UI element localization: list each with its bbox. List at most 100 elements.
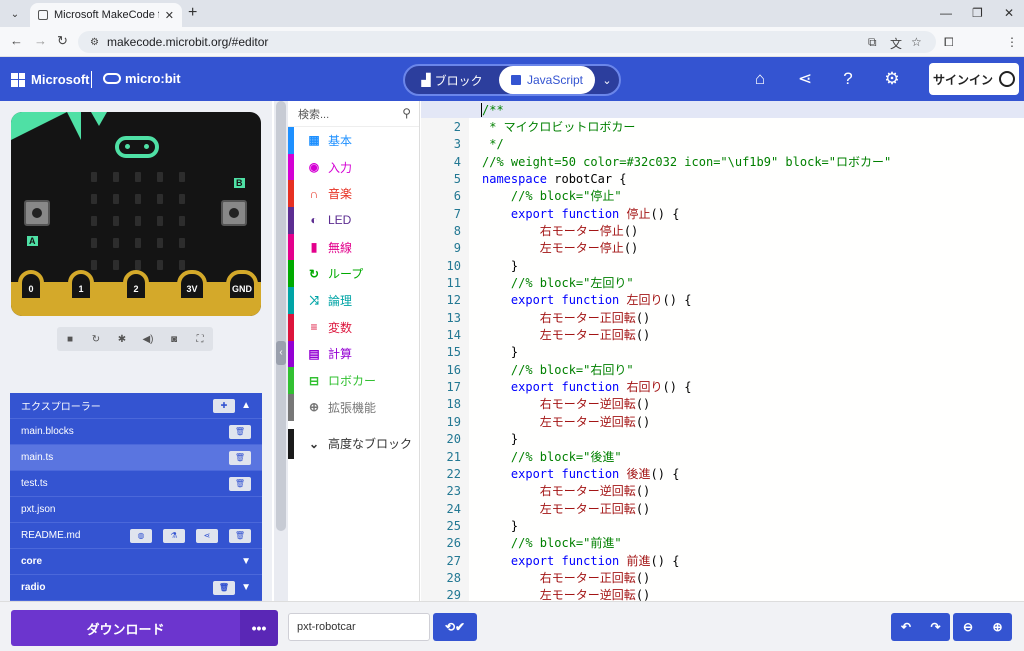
new-tab-icon[interactable]: + xyxy=(188,4,198,21)
project-name-input[interactable]: pxt-robotcar xyxy=(288,613,430,641)
code-line[interactable]: export function 前進() { xyxy=(482,553,680,570)
code-line[interactable]: */ xyxy=(482,136,503,153)
toolbox-category[interactable]: ≡変数 xyxy=(288,313,419,341)
code-line[interactable]: 右モーター正回転() xyxy=(482,570,650,587)
url-field[interactable]: ⚙ makecode.microbit.org/#editor xyxy=(78,31,936,53)
settings-gear-icon[interactable]: ⚙ xyxy=(884,69,900,88)
code-line[interactable]: 左モーター停止() xyxy=(482,240,638,257)
code-line[interactable]: * マイクロビットロボカー xyxy=(482,119,635,136)
code-line[interactable]: //% block="左回り" xyxy=(482,275,634,292)
chevron-up-icon[interactable]: ▲ xyxy=(241,400,251,411)
code-editor[interactable]: 1234567891011121314151617181920212223242… xyxy=(421,101,1024,601)
explorer-package-row[interactable]: core ▼ xyxy=(10,549,262,575)
code-line[interactable]: //% block="前進" xyxy=(482,535,622,552)
code-line[interactable]: } xyxy=(482,518,518,535)
github-sync-button[interactable]: ⟲✔ xyxy=(433,613,477,641)
install-app-icon[interactable]: ⧉ xyxy=(868,35,877,49)
chevron-down-icon[interactable]: ▼ xyxy=(241,556,251,567)
toolbox-category[interactable]: ▤計算 xyxy=(288,340,419,368)
pane-splitter[interactable]: ‹ xyxy=(274,101,288,601)
search-icon[interactable]: ⚲ xyxy=(402,106,411,120)
extensions-icon[interactable]: ⧠ xyxy=(944,35,954,49)
undo-button[interactable]: ↶ xyxy=(891,613,921,641)
more-options-button[interactable]: ••• xyxy=(240,610,278,646)
touch-logo[interactable] xyxy=(115,136,159,158)
explorer-file-row[interactable]: README.md ◍ ⚗ ⋖ 🗑 xyxy=(10,523,262,549)
code-line[interactable]: } xyxy=(482,431,518,448)
zoom-in-button[interactable]: ⊕ xyxy=(983,613,1012,641)
share-icon[interactable]: ⋖ xyxy=(196,529,218,543)
code-line[interactable]: } xyxy=(482,258,518,275)
pin-2[interactable]: 2 xyxy=(123,270,149,302)
trash-icon[interactable]: 🗑 xyxy=(229,425,251,439)
splitter-grip[interactable] xyxy=(276,101,286,531)
toolbox-category[interactable]: ▦基本 xyxy=(288,127,419,154)
chevron-down-icon[interactable]: ▼ xyxy=(241,582,251,593)
browser-menu-icon[interactable]: ⋮ xyxy=(1006,35,1018,49)
close-window-icon[interactable]: ✕ xyxy=(1004,6,1015,20)
debug-bug-icon[interactable]: ✱ xyxy=(117,333,127,345)
code-line[interactable]: 右モーター逆回転() xyxy=(482,483,650,500)
code-line[interactable]: 左モーター正回転() xyxy=(482,327,650,344)
site-info-icon[interactable]: ⚙ xyxy=(90,36,99,48)
code-line[interactable]: export function 右回り() { xyxy=(482,379,692,396)
forward-icon[interactable]: → xyxy=(34,33,47,48)
pin-gnd[interactable]: GND xyxy=(226,270,258,302)
code-line[interactable]: //% block="右回り" xyxy=(482,362,634,379)
explorer-file-row[interactable]: pxt.json xyxy=(10,497,262,523)
trash-icon[interactable]: 🗑 xyxy=(229,477,251,491)
code-line[interactable]: /** xyxy=(482,102,504,119)
code-line[interactable]: namespace robotCar { xyxy=(482,171,627,188)
toolbox-category[interactable]: ▮無線 xyxy=(288,233,419,261)
home-icon[interactable]: ⌂ xyxy=(754,69,766,88)
tab-search-icon[interactable]: ⌄ xyxy=(10,8,20,20)
code-line[interactable]: 左モーター逆回転() xyxy=(482,414,650,431)
restart-icon[interactable]: ↻ xyxy=(91,333,101,345)
code-line[interactable]: 左モーター正回転() xyxy=(482,501,650,518)
collapse-simulator-icon[interactable]: ‹ xyxy=(276,341,286,365)
toolbox-category[interactable]: ⤨論理 xyxy=(288,287,419,314)
trash-icon[interactable]: 🗑 xyxy=(229,451,251,465)
mute-speaker-icon[interactable]: ◀) xyxy=(142,333,154,345)
blocks-button[interactable]: ▟ ブロック xyxy=(405,66,499,94)
pin-3v[interactable]: 3V xyxy=(177,270,207,302)
help-icon[interactable]: ? xyxy=(843,69,853,88)
share-icon[interactable]: ⋖ xyxy=(797,69,813,88)
javascript-button[interactable]: JavaScript xyxy=(499,66,595,94)
translate-icon[interactable]: 文 xyxy=(890,37,903,51)
back-icon[interactable]: ← xyxy=(10,33,23,48)
microbit-simulator[interactable]: A B 0 1 2 3V GND xyxy=(11,112,261,316)
explorer-package-row[interactable]: radio 🗑 ▼ xyxy=(10,575,262,601)
fullscreen-icon[interactable]: ⛶ xyxy=(196,333,204,345)
explorer-file-row[interactable]: main.blocks 🗑 xyxy=(10,419,262,445)
add-file-button[interactable]: ✚ xyxy=(213,399,235,413)
trash-icon[interactable]: 🗑 xyxy=(229,529,251,543)
toolbox-category[interactable]: ⊕拡張機能 xyxy=(288,393,419,421)
signin-button[interactable]: サインイン xyxy=(929,63,1019,95)
code-line[interactable]: 左モーター逆回転() xyxy=(482,587,650,601)
flask-icon[interactable]: ⚗ xyxy=(163,529,185,543)
toolbox-search-input[interactable]: 検索... ⚲ xyxy=(288,101,419,127)
toolbox-category[interactable]: ∩音楽 xyxy=(288,180,419,208)
button-a[interactable] xyxy=(24,200,50,226)
redo-button[interactable]: ↷ xyxy=(921,613,950,641)
globe-icon[interactable]: ◍ xyxy=(130,529,152,543)
download-button[interactable]: ダウンロード xyxy=(11,610,240,646)
toolbox-category[interactable]: ↻ループ xyxy=(288,260,419,288)
explorer-file-row[interactable]: main.ts 🗑 xyxy=(10,445,262,471)
toolbox-category[interactable]: ⊟ロボカー xyxy=(288,367,419,394)
bookmark-star-icon[interactable]: ☆ xyxy=(911,35,922,49)
microsoft-logo[interactable]: Microsoft xyxy=(11,72,90,87)
browser-tab[interactable]: Microsoft MakeCode for micro: ✕ xyxy=(30,3,182,27)
stop-icon[interactable]: ■ xyxy=(66,333,74,345)
toolbox-category[interactable]: ◉入力 xyxy=(288,153,419,181)
pin-1[interactable]: 1 xyxy=(68,270,94,302)
explorer-header[interactable]: エクスプローラー ✚ ▲ xyxy=(10,393,262,419)
code-line[interactable]: //% weight=50 color=#32c032 icon="\uf1b9… xyxy=(482,154,891,171)
code-line[interactable]: //% block="後進" xyxy=(482,449,622,466)
restore-icon[interactable]: ❐ xyxy=(972,6,983,20)
code-line[interactable]: 右モーター正回転() xyxy=(482,310,650,327)
toolbox-category[interactable]: ◐LED xyxy=(288,207,419,234)
screenshot-camera-icon[interactable]: ◙ xyxy=(170,333,178,345)
button-b[interactable] xyxy=(221,200,247,226)
